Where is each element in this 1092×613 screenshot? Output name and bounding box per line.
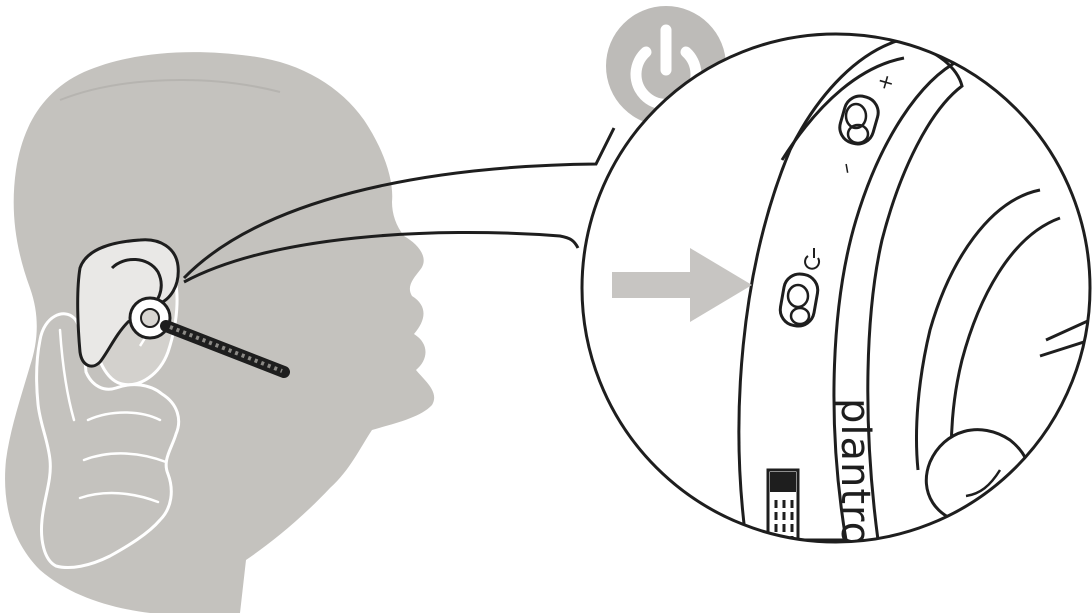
volume-up-symbol: + [875,68,898,96]
zoom-shell-edge [780,56,905,161]
finger-line-1 [86,411,162,422]
power-button [778,248,821,328]
hair-line [59,79,281,101]
hand [35,312,181,570]
zoom-shell-inner [866,38,964,541]
boom-arm [160,320,290,378]
thumb-line [58,328,76,422]
zoom-hook-right [1039,318,1090,358]
finger-line-3 [78,491,160,504]
volume-down-symbol: – [834,161,861,176]
callout-line-upper [182,127,616,280]
charging-port [766,468,800,542]
zoom-earbud [924,428,1034,526]
boom-arm-texture [169,325,283,373]
magnifier-circle: + – plantron [580,32,1092,573]
headset-body [76,238,180,368]
hand-silhouette [35,312,181,570]
finger-line-2 [82,452,168,464]
callout-line-lower [183,231,580,284]
arrow-right-icon [612,248,752,322]
headset-icon [76,238,290,378]
brand-label: plantron [832,398,878,573]
zoom-earbud-inner [965,469,1002,498]
zoom-ear-hook [915,188,1041,471]
small-power-icon [804,248,821,270]
earbud-inner [140,308,160,328]
volume-button: + – [834,68,897,176]
magnifier-border [580,32,1092,544]
